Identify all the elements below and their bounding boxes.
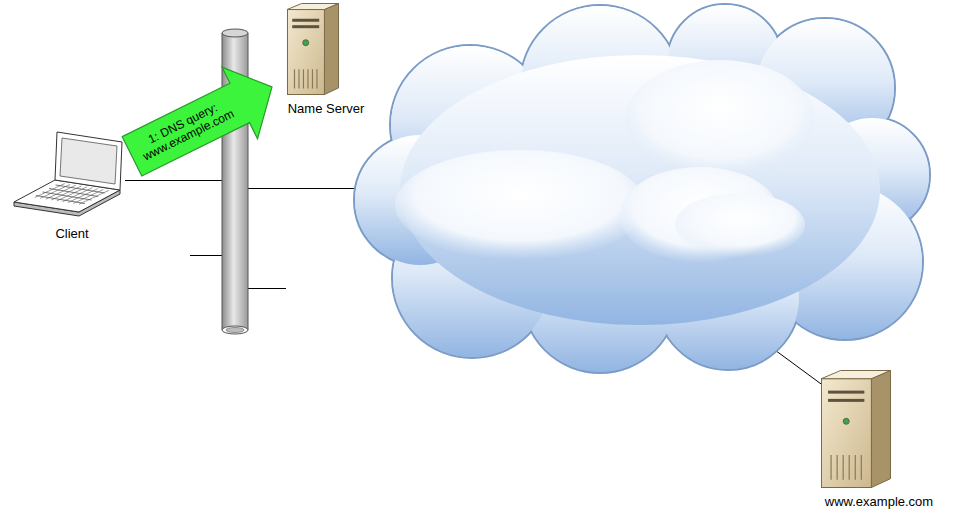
node-label: Client (55, 226, 88, 242)
server-tower: Name Server (272, 3, 380, 117)
server-drawing (821, 371, 891, 488)
query-arrow (122, 67, 272, 176)
server-tower: www.example.com (805, 370, 953, 510)
server-icon (287, 3, 339, 95)
node-label: www.example.com (825, 494, 933, 510)
client-laptop: Client (12, 130, 132, 242)
node-label: Name Server (288, 101, 365, 117)
laptop-drawing (14, 132, 122, 216)
laptop-icon (12, 130, 132, 220)
step-label: 1: DNS query: www.example.com (130, 93, 242, 167)
internet-cloud (354, 4, 930, 373)
server-icon (821, 370, 891, 488)
server-drawing (287, 4, 339, 95)
